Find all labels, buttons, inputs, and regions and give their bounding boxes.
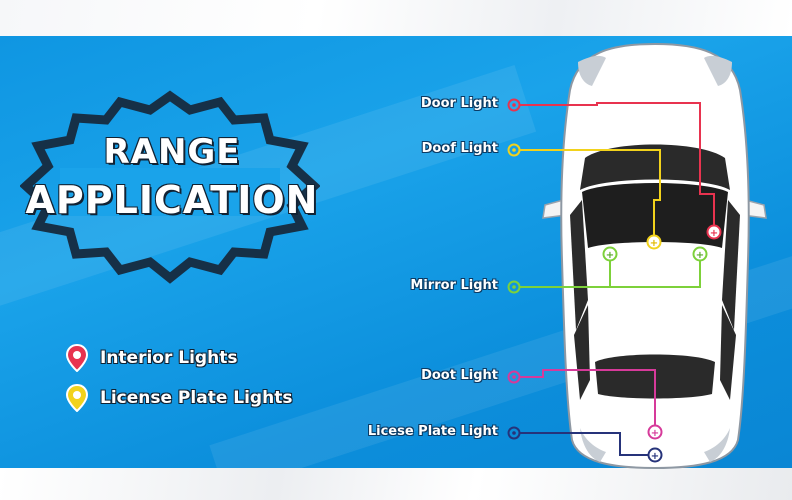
top-band bbox=[0, 0, 792, 36]
right-window-icon bbox=[722, 200, 740, 330]
windshield-icon bbox=[580, 144, 730, 190]
right-rear-window-icon bbox=[720, 305, 736, 400]
roof-light-connector: + bbox=[507, 143, 662, 250]
left-window-icon bbox=[570, 200, 588, 330]
badge-title-line1: RANGE bbox=[103, 132, 241, 172]
red-pin-icon bbox=[66, 344, 88, 372]
mirror-light-label: Mirror Light bbox=[410, 278, 498, 293]
svg-text:+: + bbox=[696, 250, 704, 261]
roof-light-label: Doof Light bbox=[421, 141, 498, 156]
legend-label: Interior Lights bbox=[100, 348, 238, 368]
badge-title-line2: APPLICATION bbox=[25, 178, 319, 222]
left-rear-window-icon bbox=[574, 305, 590, 400]
plate-light-connector: + bbox=[507, 426, 663, 463]
trunk-light-connector: + bbox=[507, 369, 663, 440]
taillight-icon bbox=[704, 428, 730, 462]
yellow-pin-icon bbox=[66, 384, 88, 412]
legend-label: License Plate Lights bbox=[100, 388, 293, 408]
svg-text:+: + bbox=[651, 428, 659, 439]
headlight-icon bbox=[578, 55, 606, 86]
legend-item-interior: Interior Lights bbox=[66, 344, 237, 372]
svg-text:+: + bbox=[651, 451, 659, 462]
legend-item-license-plate: License Plate Lights bbox=[66, 384, 292, 412]
door-light-connector: + bbox=[507, 98, 722, 240]
plate-light-label: Licese Plate Light bbox=[367, 424, 498, 439]
svg-text:+: + bbox=[710, 228, 718, 239]
range-badge-icon bbox=[20, 90, 320, 284]
door-light-label: Door Light bbox=[420, 96, 498, 111]
bottom-band bbox=[0, 468, 792, 500]
mirror-light-connector: + + bbox=[507, 246, 708, 294]
svg-text:+: + bbox=[606, 250, 614, 261]
svg-text:+: + bbox=[650, 238, 658, 249]
taillight-icon bbox=[580, 428, 606, 462]
headlight-icon bbox=[704, 55, 732, 86]
trunk-light-label: Doot Light bbox=[421, 368, 498, 383]
